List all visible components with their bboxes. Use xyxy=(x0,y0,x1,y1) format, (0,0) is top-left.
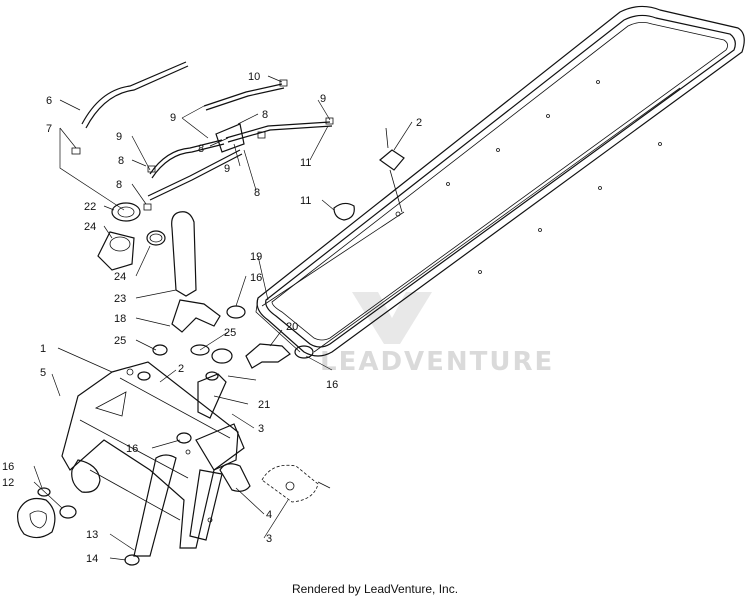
callout-19: 20 xyxy=(286,321,298,333)
callout-11: 9 xyxy=(116,131,122,143)
callout-16: 16 xyxy=(326,379,338,391)
callout-12: 11 xyxy=(300,195,311,207)
callout-3: 3 xyxy=(258,423,264,435)
callout-15: 14 xyxy=(86,553,98,565)
callout-8: 8 xyxy=(262,109,268,121)
rendered-by-caption: Rendered by LeadVenture, Inc. xyxy=(291,582,459,596)
water-pump xyxy=(17,487,77,539)
leadventure-watermark: LEADVENTURE xyxy=(320,292,554,377)
callout-8: 7 xyxy=(46,123,52,135)
callout-10: 9 xyxy=(224,163,230,175)
callout-13: 12 xyxy=(2,477,14,489)
callout-24: 24 xyxy=(84,221,96,233)
callout-11: 11 xyxy=(300,157,311,169)
callout-5: 4 xyxy=(266,509,272,521)
heat-exchanger xyxy=(255,5,745,357)
filler-assembly xyxy=(97,202,166,271)
small-hardware xyxy=(333,127,405,221)
callout-24: 25 xyxy=(224,327,236,339)
callout-25: 25 xyxy=(114,335,126,347)
callout-7: 6 xyxy=(46,95,52,107)
callout-18: 19 xyxy=(250,251,262,263)
callout-21: 22 xyxy=(84,201,96,213)
callout-20: 21 xyxy=(258,399,270,411)
watermark-text: LEADVENTURE xyxy=(320,347,554,377)
gasket xyxy=(219,463,331,503)
callout-16: 16 xyxy=(2,461,14,473)
callout-2: 2 xyxy=(416,117,422,129)
callout-11: 10 xyxy=(248,71,260,83)
callout-16: 16 xyxy=(250,272,262,284)
leader-lines xyxy=(33,75,413,561)
vent-hoses xyxy=(71,61,334,211)
callout-14: 13 xyxy=(86,529,98,541)
callout-16: 16 xyxy=(126,443,138,455)
callout-22: 23 xyxy=(114,293,126,305)
callout-6: 5 xyxy=(40,367,46,379)
callout-17: 18 xyxy=(114,313,126,325)
callout-8: 8 xyxy=(198,143,204,155)
callout-4: 3 xyxy=(266,533,272,545)
callout-23: 24 xyxy=(114,271,126,283)
callout-9: 8 xyxy=(118,155,124,167)
callouts: 6 7 9 8 8 9 10 8 8 9 8 9 11 2 11 22 24 2… xyxy=(2,71,422,565)
coolant-hoses xyxy=(124,211,314,566)
callout-9: 9 xyxy=(320,93,326,105)
callout-9: 9 xyxy=(170,112,176,124)
callout-1: 1 xyxy=(40,343,46,355)
callout-2: 2 xyxy=(178,363,184,375)
crankcase xyxy=(61,361,245,549)
callout-8: 8 xyxy=(116,179,122,191)
callout-8: 8 xyxy=(254,187,260,199)
